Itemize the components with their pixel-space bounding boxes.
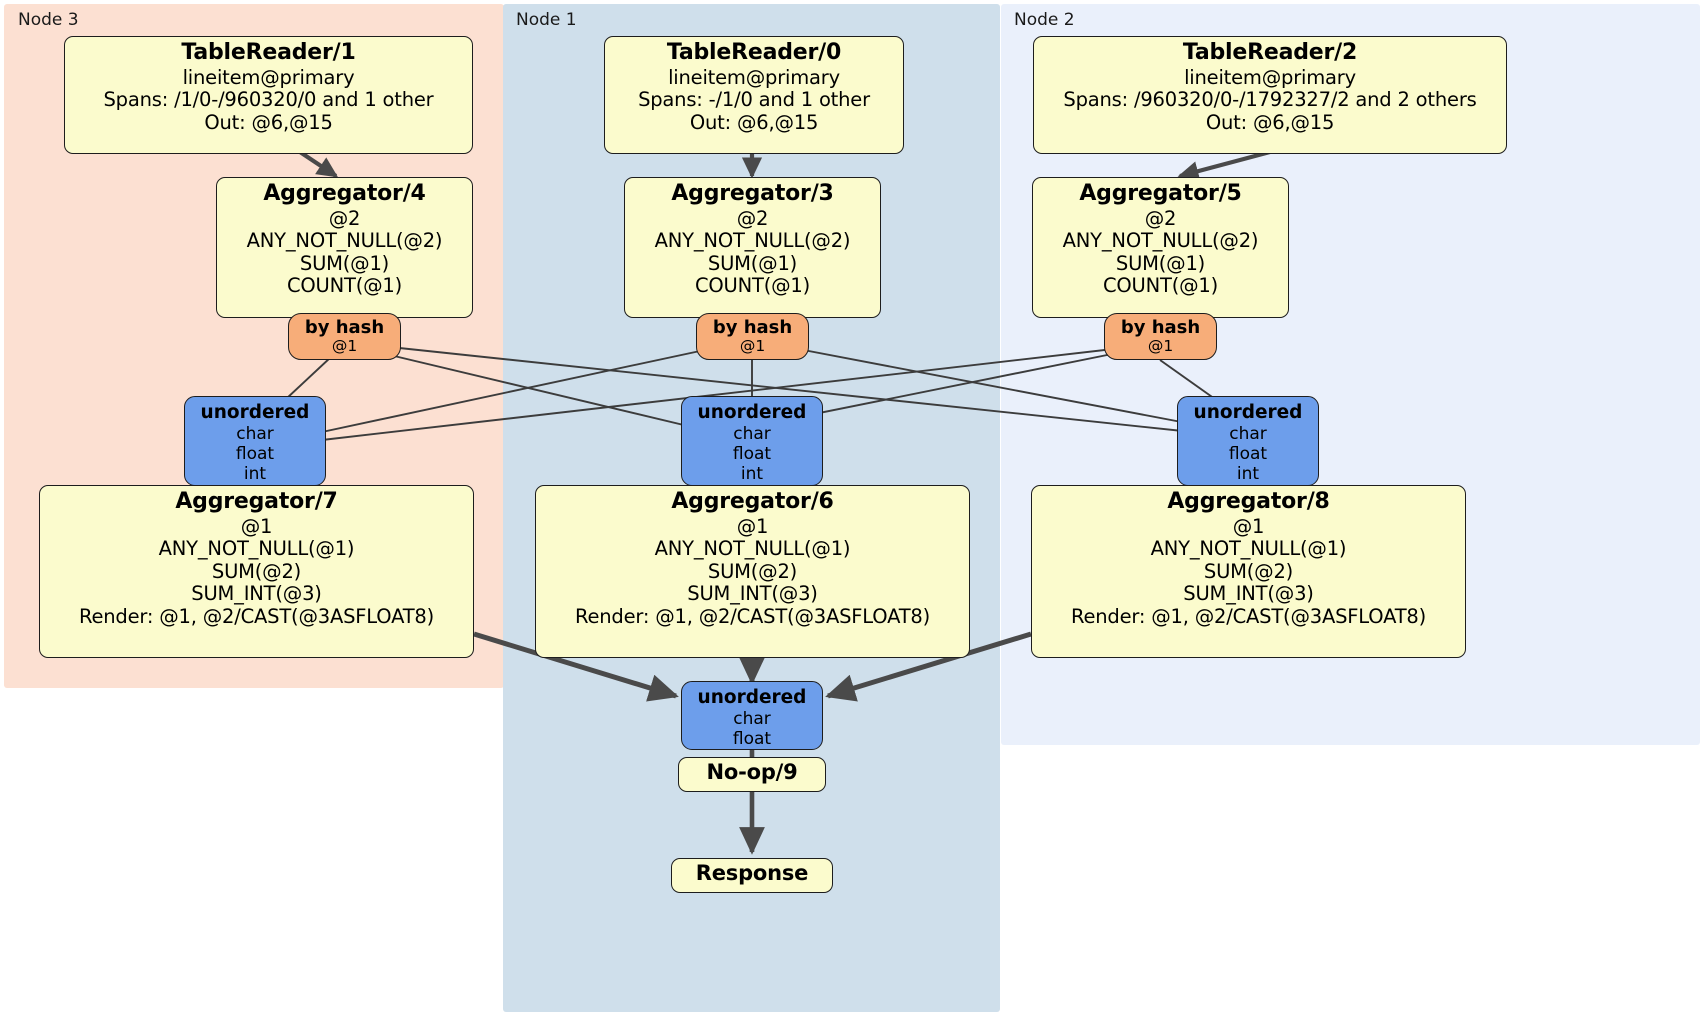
synchronizer-title: unordered — [200, 402, 310, 423]
processor-line: SUM_INT(@3) — [1183, 582, 1314, 606]
processor-title: No-op/9 — [706, 760, 798, 784]
processor-line: ANY_NOT_NULL(@2) — [1062, 229, 1259, 253]
synchronizer-line: int — [1236, 463, 1260, 484]
processor-title: Aggregator/8 — [1167, 489, 1330, 514]
router-line: @1 — [331, 337, 358, 356]
node-panel-label-node3: Node 3 — [18, 10, 79, 30]
synchronizer-line: char — [236, 423, 274, 444]
processor-line: ANY_NOT_NULL(@1) — [654, 537, 851, 561]
router-line: @1 — [1147, 337, 1174, 356]
synchronizer-line: float — [732, 443, 772, 464]
processor-line: Render: @1, @2/CAST(@3ASFLOAT8) — [78, 604, 435, 628]
synchronizer-line: int — [243, 463, 267, 484]
synchronizer-title: unordered — [697, 402, 807, 423]
router-by-hash-node3[interactable]: by hash @1 — [288, 313, 401, 360]
router-title: by hash — [712, 317, 793, 338]
processor-title: Aggregator/6 — [671, 489, 834, 514]
processor-aggregator-8[interactable]: Aggregator/8 @1 ANY_NOT_NULL(@1) SUM(@2)… — [1031, 485, 1466, 658]
processor-title: Response — [695, 861, 809, 885]
processor-aggregator-6[interactable]: Aggregator/6 @1 ANY_NOT_NULL(@1) SUM(@2)… — [535, 485, 970, 658]
processor-line: @2 — [1144, 206, 1177, 230]
processor-line: COUNT(@1) — [694, 274, 811, 298]
processor-line: Spans: -/1/0 and 1 other — [638, 88, 870, 112]
processor-title: Aggregator/4 — [263, 181, 426, 206]
synchronizer-unordered-final[interactable]: unordered char float — [681, 681, 823, 750]
processor-line: lineitem@primary — [668, 65, 840, 89]
processor-noop-9[interactable]: No-op/9 — [678, 757, 826, 792]
processor-line: SUM(@1) — [1115, 251, 1206, 275]
router-line: @1 — [739, 337, 766, 356]
processor-aggregator-7[interactable]: Aggregator/7 @1 ANY_NOT_NULL(@1) SUM(@2)… — [39, 485, 474, 658]
processor-line: SUM_INT(@3) — [687, 582, 818, 606]
processor-line: @1 — [240, 514, 273, 538]
synchronizer-line: float — [235, 443, 275, 464]
synchronizer-line: char — [733, 423, 771, 444]
processor-line: SUM(@2) — [1203, 559, 1294, 583]
node-panel-label-node2: Node 2 — [1014, 10, 1075, 30]
synchronizer-line: float — [1228, 443, 1268, 464]
processor-table-reader-2[interactable]: TableReader/2 lineitem@primary Spans: /9… — [1033, 36, 1507, 154]
processor-line: Render: @1, @2/CAST(@3ASFLOAT8) — [1070, 604, 1427, 628]
node-panel-label-node1: Node 1 — [516, 10, 577, 30]
synchronizer-line: int — [740, 463, 764, 484]
processor-line: @1 — [1232, 514, 1265, 538]
synchronizer-line: char — [733, 708, 771, 729]
synchronizer-line: float — [732, 728, 772, 749]
router-title: by hash — [304, 317, 385, 338]
synchronizer-unordered-node3[interactable]: unordered char float int — [184, 396, 326, 486]
synchronizer-unordered-node2[interactable]: unordered char float int — [1177, 396, 1319, 486]
processor-table-reader-0[interactable]: TableReader/0 lineitem@primary Spans: -/… — [604, 36, 904, 154]
processor-line: lineitem@primary — [1184, 65, 1356, 89]
processor-line: SUM(@1) — [299, 251, 390, 275]
processor-line: @2 — [328, 206, 361, 230]
processor-line: SUM(@1) — [707, 251, 798, 275]
processor-line: Out: @6,@15 — [1205, 110, 1335, 134]
processor-table-reader-1[interactable]: TableReader/1 lineitem@primary Spans: /1… — [64, 36, 473, 154]
processor-line: SUM(@2) — [707, 559, 798, 583]
processor-line: SUM(@2) — [211, 559, 302, 583]
router-title: by hash — [1120, 317, 1201, 338]
synchronizer-title: unordered — [1193, 402, 1303, 423]
synchronizer-title: unordered — [697, 687, 807, 708]
processor-title: Aggregator/3 — [671, 181, 834, 206]
processor-line: COUNT(@1) — [1102, 274, 1219, 298]
synchronizer-line: char — [1229, 423, 1267, 444]
processor-line: ANY_NOT_NULL(@1) — [158, 537, 355, 561]
processor-line: @2 — [736, 206, 769, 230]
processor-line: Spans: /1/0-/960320/0 and 1 other — [103, 88, 434, 112]
processor-title: TableReader/1 — [181, 40, 356, 65]
processor-line: COUNT(@1) — [286, 274, 403, 298]
processor-line: ANY_NOT_NULL(@2) — [654, 229, 851, 253]
processor-title: TableReader/0 — [666, 40, 842, 65]
processor-line: Out: @6,@15 — [204, 110, 333, 134]
processor-aggregator-3[interactable]: Aggregator/3 @2 ANY_NOT_NULL(@2) SUM(@1)… — [624, 177, 881, 318]
processor-title: TableReader/2 — [1182, 40, 1358, 65]
router-by-hash-node2[interactable]: by hash @1 — [1104, 313, 1217, 360]
processor-line: ANY_NOT_NULL(@1) — [1150, 537, 1347, 561]
processor-line: @1 — [736, 514, 769, 538]
processor-line: Render: @1, @2/CAST(@3ASFLOAT8) — [574, 604, 931, 628]
processor-title: Aggregator/7 — [175, 489, 338, 514]
processor-aggregator-4[interactable]: Aggregator/4 @2 ANY_NOT_NULL(@2) SUM(@1)… — [216, 177, 473, 318]
processor-line: Spans: /960320/0-/1792327/2 and 2 others — [1063, 88, 1477, 112]
processor-aggregator-5[interactable]: Aggregator/5 @2 ANY_NOT_NULL(@2) SUM(@1)… — [1032, 177, 1289, 318]
processor-line: lineitem@primary — [182, 65, 355, 89]
processor-line: ANY_NOT_NULL(@2) — [246, 229, 443, 253]
processor-title: Aggregator/5 — [1079, 181, 1242, 206]
processor-line: Out: @6,@15 — [689, 110, 819, 134]
router-by-hash-node1[interactable]: by hash @1 — [696, 313, 809, 360]
synchronizer-unordered-node1[interactable]: unordered char float int — [681, 396, 823, 486]
processor-response[interactable]: Response — [671, 858, 833, 893]
processor-line: SUM_INT(@3) — [191, 582, 322, 606]
